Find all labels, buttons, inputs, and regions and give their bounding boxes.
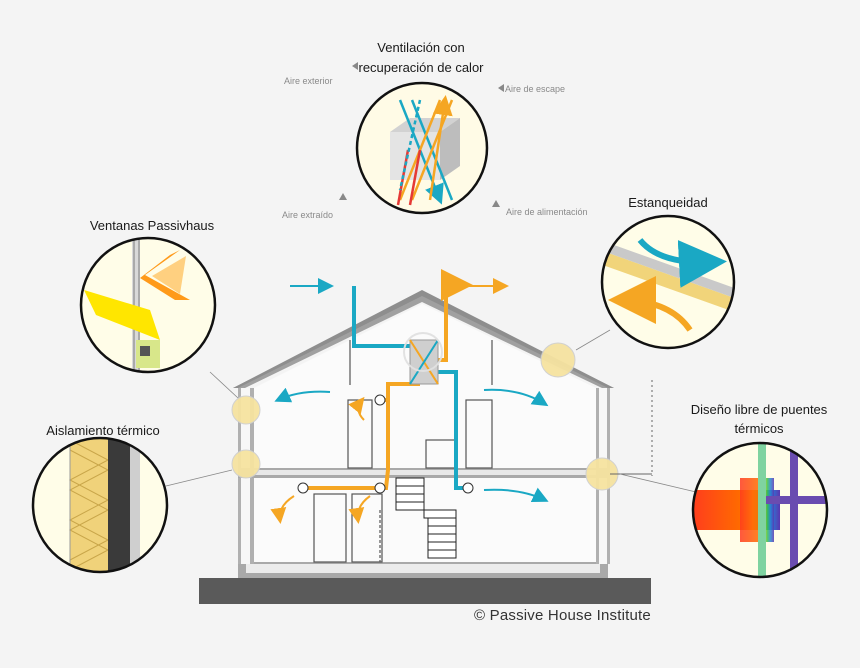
heat-recovery-detail-circle (355, 81, 489, 215)
label-extract-air: Aire extraído (282, 210, 334, 220)
label-outdoor-air: Aire exterior (284, 76, 333, 86)
airtightness-title: Estanqueidad (628, 195, 708, 210)
ventilation-title-line2: recuperación de calor (358, 60, 484, 75)
windows-detail-circle (79, 236, 217, 374)
highlight-spots (231, 332, 619, 491)
insulation-title: Aislamiento térmico (46, 423, 160, 438)
staircase (395, 477, 457, 559)
ground-slab (199, 578, 651, 604)
copyright-notice: © Passive House Institute (474, 607, 651, 624)
thermal-bridge-title-line1: Diseño libre de puentes (690, 402, 828, 417)
airtightness-detail-circle (600, 214, 736, 350)
label-exhaust-air: Aire de escape (505, 84, 566, 94)
thermal-bridge-title-line2: térmicos (734, 421, 784, 436)
insulation-detail-circle (31, 436, 169, 574)
windows-title: Ventanas Passivhaus (89, 218, 215, 233)
label-supply-air: Aire de alimentación (506, 207, 588, 217)
ventilation-title-line1: Ventilación con (377, 40, 465, 55)
thermal-bridge-detail-circle (691, 441, 829, 579)
